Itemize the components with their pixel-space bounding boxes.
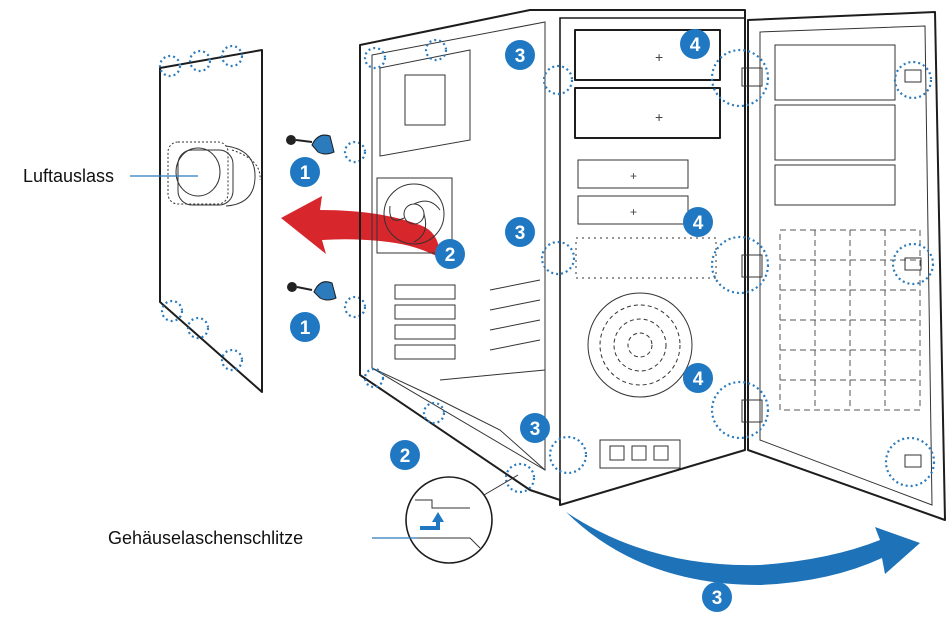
- step-badge: 2: [390, 440, 420, 470]
- svg-text:+: +: [630, 205, 637, 219]
- step-badge: 3: [505, 217, 535, 247]
- expansion-slots: [394, 279, 541, 360]
- svg-text:1: 1: [300, 163, 311, 184]
- tab-slots-label: Gehäuselaschenschlitze: [108, 528, 303, 548]
- svg-text:3: 3: [712, 588, 723, 609]
- side-panel: [158, 44, 263, 393]
- svg-text:4: 4: [693, 213, 704, 234]
- hand-icon: [313, 281, 337, 301]
- air-outlet-duct: [167, 141, 261, 207]
- screw-icon: [286, 135, 313, 145]
- svg-text:3: 3: [515, 223, 526, 244]
- step-badge: 1: [290, 157, 320, 187]
- svg-text:3: 3: [515, 46, 526, 67]
- air-outlet-label: Luftauslass: [23, 166, 114, 186]
- step-badge: 4: [680, 29, 710, 59]
- svg-text:4: 4: [693, 369, 704, 390]
- svg-text:2: 2: [400, 446, 411, 467]
- step-badges: 1 1 2 2 3 3 3 3: [290, 29, 732, 612]
- chassis: + + + +: [359, 9, 746, 506]
- step-badge: 1: [290, 312, 320, 342]
- svg-text:2: 2: [445, 245, 456, 266]
- front-vent: [575, 237, 717, 398]
- hand-icon: [311, 134, 335, 155]
- svg-text:+: +: [630, 169, 637, 183]
- step-badge: 4: [683, 207, 713, 237]
- step-badge: 2: [435, 239, 465, 269]
- svg-text:1: 1: [300, 318, 311, 339]
- front-door: [741, 11, 946, 521]
- step-badge: 4: [683, 363, 713, 393]
- svg-text:+: +: [655, 49, 663, 65]
- screw-icon: [287, 282, 313, 292]
- rear-fan: [376, 177, 453, 254]
- tab-slot-callout: [405, 474, 519, 564]
- svg-text:3: 3: [530, 419, 541, 440]
- svg-text:+: +: [655, 109, 663, 125]
- drive-bays: + + + +: [574, 29, 721, 225]
- step-badge: 3: [702, 582, 732, 612]
- step-badge: 3: [520, 413, 550, 443]
- swing-arrow-icon: [566, 512, 920, 585]
- step-badge: 3: [505, 40, 535, 70]
- svg-text:4: 4: [690, 35, 701, 56]
- tab-rings: [363, 38, 936, 494]
- door-honeycomb: [779, 229, 921, 411]
